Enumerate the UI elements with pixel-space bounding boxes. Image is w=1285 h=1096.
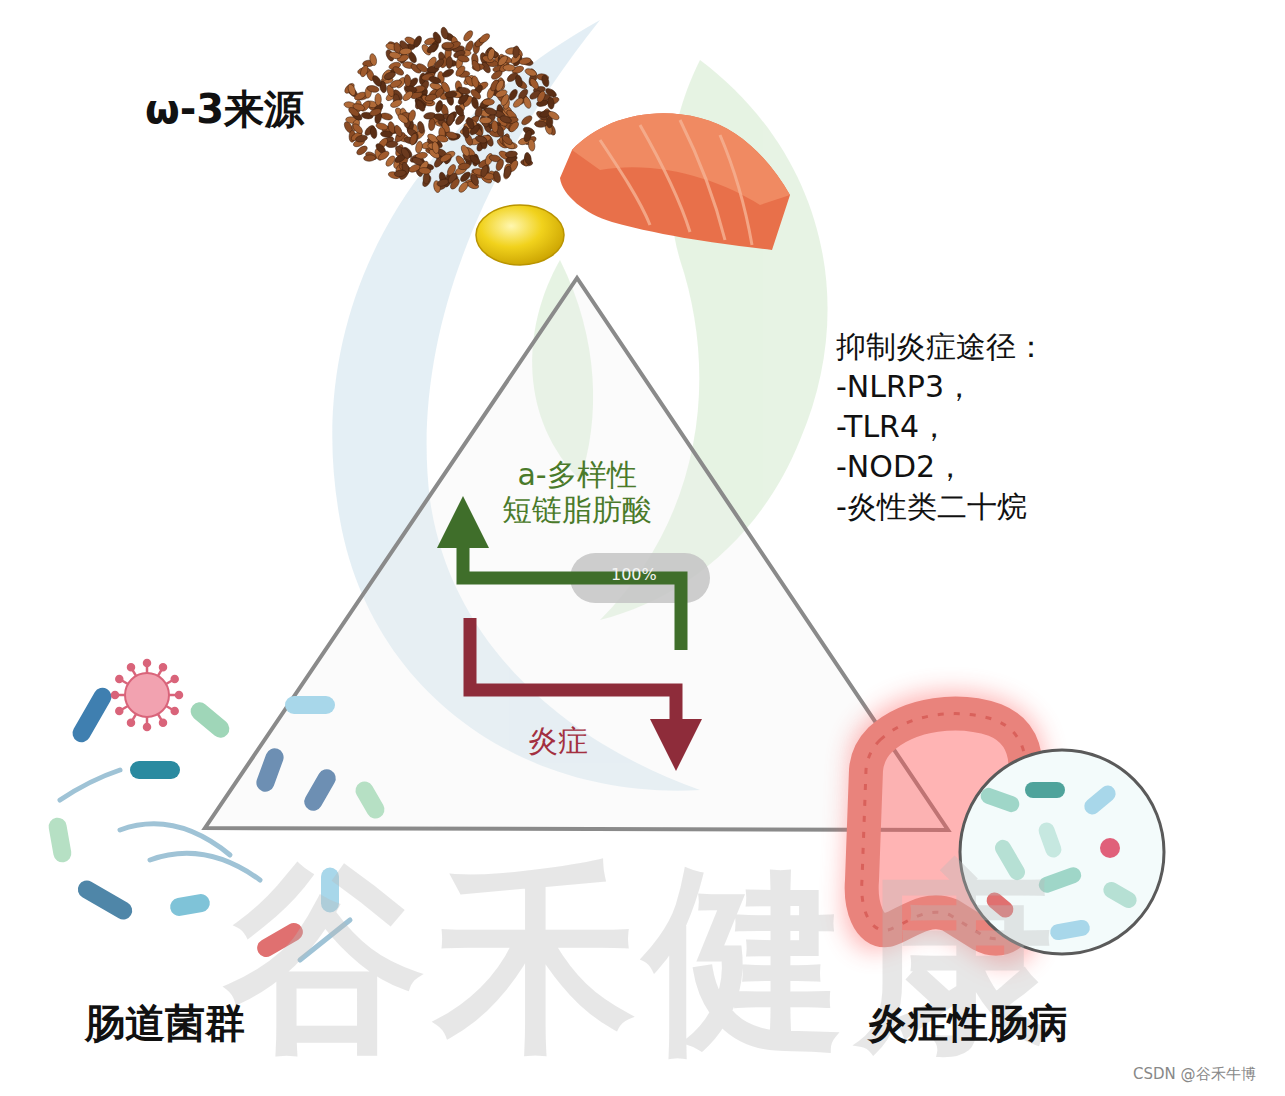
credit-text: CSDN @谷禾牛博	[1133, 1066, 1256, 1083]
pathway-item: -NOD2，	[836, 450, 965, 485]
green-arrow	[463, 522, 681, 650]
pathway-item: -NLRP3，	[836, 370, 974, 405]
salmon-fillet	[560, 113, 790, 250]
percent-label: 100%	[611, 566, 657, 584]
pathway-item: -炎性类二十烷	[836, 490, 1027, 525]
inflammation-label: 炎症	[528, 724, 588, 759]
flax-seeds	[343, 27, 561, 194]
benefit-label: a-多样性 短链脂肪酸	[487, 458, 667, 527]
pathway-item: -TLR4，	[836, 410, 949, 445]
pathway-heading: 抑制炎症途径：	[836, 330, 1046, 365]
source-title: ω-3来源	[145, 86, 304, 132]
fish-oil-capsule	[476, 205, 564, 265]
virus-particle	[112, 660, 182, 730]
corner-title: 肠道菌群	[85, 1000, 245, 1046]
corner-title: 炎症性肠病	[868, 1000, 1068, 1046]
